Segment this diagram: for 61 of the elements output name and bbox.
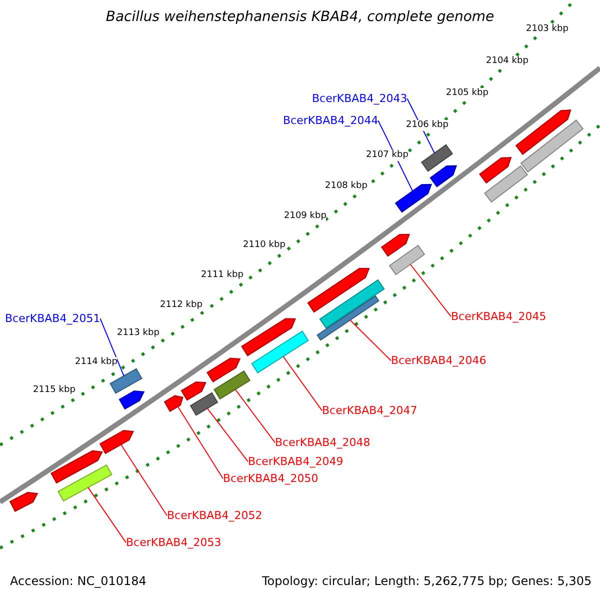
gene-label: BcerKBAB4_2049 — [248, 455, 344, 468]
leader-line — [282, 356, 322, 412]
gene-block — [515, 109, 572, 155]
gene-block — [118, 390, 145, 410]
gene-block — [388, 244, 426, 276]
gene-label: BcerKBAB4_2051 — [5, 312, 100, 326]
scale-label: 2113 kbp — [117, 328, 160, 339]
gene-block — [9, 492, 38, 512]
gene-block — [110, 368, 142, 394]
leader-line — [177, 406, 224, 480]
gene-block — [58, 464, 112, 502]
gene-block — [50, 450, 103, 484]
scale-label: 2109 kbp — [284, 211, 326, 222]
gene-block — [484, 165, 528, 203]
gene-label: BcerKBAB4_2052 — [167, 509, 262, 522]
gene-label: BcerKBAB4_2045 — [451, 310, 546, 324]
gene-block — [164, 395, 184, 412]
gene-block — [430, 165, 458, 188]
scale-label: 2111 kbp — [201, 270, 244, 281]
leader-line — [234, 388, 276, 444]
scale-label: 2110 kbp — [243, 240, 286, 251]
leader-line — [88, 486, 126, 544]
gene-label: BcerKBAB4_2047 — [322, 404, 418, 418]
scale-label: 2115 kbp — [33, 385, 76, 396]
gene-block — [479, 156, 512, 184]
leader-line — [120, 444, 168, 516]
scale-label: 2112 kbp — [160, 300, 202, 311]
gene-block — [190, 392, 218, 416]
gene-label: BcerKBAB4_2046 — [391, 354, 486, 368]
gene-label: BcerKBAB4_2050 — [223, 472, 318, 486]
gene-label: BcerKBAB4_2043 — [312, 92, 408, 106]
gene-label: BcerKBAB4_2044 — [283, 114, 378, 128]
scale-label: 2103 kbp — [526, 24, 568, 35]
scale-label: 2105 kbp — [446, 88, 488, 99]
genome-stats-text: Topology: circular; Length: 5,262,775 bp; Genes: 5,305 — [262, 574, 592, 588]
gene-block — [307, 268, 370, 313]
gene-block — [420, 144, 454, 172]
scale-label: 2114 kbp — [75, 357, 118, 368]
gene-block — [319, 279, 385, 329]
scale-label: 2106 kbp — [406, 120, 448, 131]
gene-block — [99, 430, 134, 454]
gene-block — [206, 358, 241, 382]
gene-block — [241, 318, 296, 356]
leader-line — [350, 320, 392, 362]
accession-text: Accession: NC_010184 — [10, 574, 146, 588]
map-title: Bacillus weihenstephanensis KBAB4, complete genome — [104, 9, 496, 26]
leader-line — [206, 408, 248, 462]
gene-block — [394, 184, 432, 213]
gene-block — [520, 119, 584, 173]
gene-block — [251, 330, 309, 374]
gene-label: BcerKBAB4_2053 — [126, 536, 222, 550]
scale-label: 2108 kbp — [325, 181, 368, 192]
gene-block — [316, 295, 380, 341]
leader-line — [410, 264, 452, 318]
scale-label: 2107 kbp — [366, 150, 408, 161]
leader-line — [100, 318, 124, 376]
gene-block — [214, 370, 250, 400]
scale-label: 2104 kbp — [486, 56, 528, 67]
gene-label: BcerKBAB4_2048 — [275, 436, 370, 450]
gene-block — [380, 234, 410, 257]
gene-block — [180, 382, 206, 401]
